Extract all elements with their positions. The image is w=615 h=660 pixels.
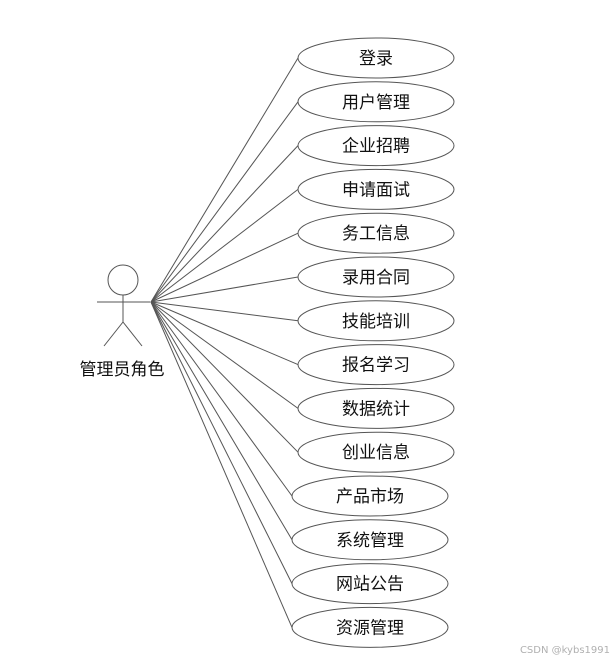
- use-case-ellipse: [297, 256, 455, 298]
- use-case: 报名学习: [297, 344, 455, 386]
- actor-label: 管理员角色: [80, 360, 165, 380]
- use-cases: 登录用户管理企业招聘申请面试务工信息录用合同技能培训报名学习数据统计创业信息产品…: [291, 37, 455, 648]
- association-line: [150, 301, 293, 541]
- use-case: 录用合同: [297, 256, 455, 298]
- use-case: 技能培训: [297, 300, 455, 342]
- association-line: [150, 189, 299, 303]
- association-line: [150, 232, 299, 303]
- use-case-ellipse: [297, 387, 455, 429]
- use-case-label: 录用合同: [342, 268, 410, 288]
- use-case-label: 申请面试: [342, 180, 410, 200]
- association-line: [150, 301, 293, 628]
- use-case-label: 创业信息: [342, 443, 410, 463]
- use-case: 申请面试: [297, 168, 455, 210]
- use-case: 登录: [297, 37, 455, 79]
- use-case-label: 报名学习: [342, 356, 410, 376]
- use-case-label: 产品市场: [336, 487, 404, 507]
- use-case-ellipse: [291, 563, 449, 605]
- use-case: 网站公告: [291, 563, 449, 605]
- use-case-ellipse: [291, 519, 449, 561]
- association-lines: [150, 57, 299, 628]
- use-case-ellipse: [297, 300, 455, 342]
- use-case-label: 用户管理: [342, 93, 410, 113]
- use-case-label: 网站公告: [336, 575, 404, 595]
- association-line: [150, 301, 293, 584]
- actor-left-leg: [103, 321, 124, 347]
- use-case-ellipse: [297, 125, 455, 167]
- association-line: [150, 145, 299, 303]
- use-case-label: 数据统计: [342, 399, 410, 419]
- use-case-ellipse: [297, 37, 455, 79]
- use-case-label: 登录: [359, 49, 393, 69]
- use-case: 企业招聘: [297, 125, 455, 167]
- use-case-label: 务工信息: [342, 224, 410, 244]
- use-case-ellipse: [297, 81, 455, 123]
- use-case-ellipse: [297, 344, 455, 386]
- use-case: 务工信息: [297, 212, 455, 254]
- use-case-ellipse: [297, 168, 455, 210]
- association-line: [150, 301, 293, 497]
- use-case-ellipse: [291, 606, 449, 648]
- use-case: 产品市场: [291, 475, 449, 517]
- use-case-label: 企业招聘: [342, 137, 410, 157]
- use-case-ellipse: [297, 431, 455, 473]
- use-case-label: 系统管理: [336, 531, 404, 551]
- watermark-text: CSDN @kybs1991: [520, 645, 610, 656]
- association-line: [150, 301, 299, 366]
- use-case: 系统管理: [291, 519, 449, 561]
- use-case-ellipse: [297, 212, 455, 254]
- use-case-ellipse: [291, 475, 449, 517]
- association-line: [150, 57, 299, 303]
- association-line: [150, 101, 299, 303]
- use-case: 创业信息: [297, 431, 455, 473]
- use-case-label: 技能培训: [342, 312, 410, 332]
- association-line: [150, 301, 299, 322]
- association-line: [150, 276, 299, 303]
- use-case: 数据统计: [297, 387, 455, 429]
- actor-head: [107, 264, 139, 296]
- association-line: [150, 301, 299, 453]
- use-case: 资源管理: [291, 606, 449, 648]
- actor-figure: 管理员角色: [80, 264, 165, 380]
- use-case-label: 资源管理: [336, 618, 404, 638]
- actor-right-leg: [122, 321, 143, 347]
- association-line: [150, 301, 299, 409]
- use-case: 用户管理: [297, 81, 455, 123]
